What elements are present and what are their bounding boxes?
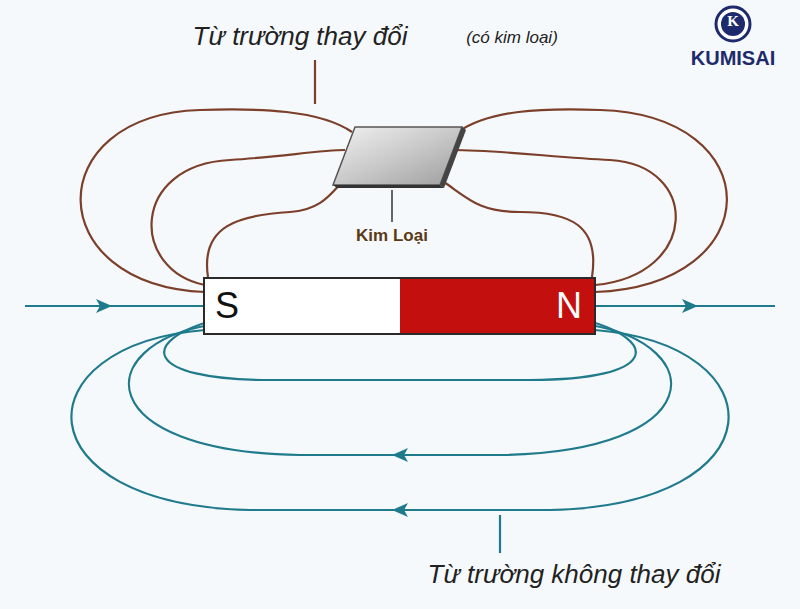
logo-disc <box>721 12 745 36</box>
field-line <box>444 182 593 277</box>
arrowhead <box>682 299 698 313</box>
field-line <box>71 330 728 510</box>
field-line <box>595 305 775 307</box>
field-line <box>152 150 345 285</box>
magnet-north-pole: N <box>400 277 596 335</box>
leader-line <box>499 515 501 553</box>
field-caption-note: (có kim loại) <box>466 29 558 48</box>
leader-line <box>314 60 316 104</box>
leader-line <box>391 190 393 222</box>
metal-label: Kim Loại <box>356 227 428 246</box>
field-line <box>129 325 671 455</box>
pole-letter: N <box>556 288 582 324</box>
magnet-south-pole: S <box>203 277 400 335</box>
pole-letter: S <box>215 288 239 324</box>
arrowhead <box>392 448 408 462</box>
field-line <box>207 182 342 277</box>
changed-field-lines <box>81 60 727 292</box>
metal-plate-edge <box>440 127 466 188</box>
field-caption: Từ trường thay đổi <box>193 22 408 51</box>
field-caption: Từ trường không thay đổi <box>428 560 721 589</box>
field-line <box>81 109 352 292</box>
unchanged-field-lines <box>25 306 775 553</box>
arrowhead <box>96 299 112 313</box>
logo-letter: K <box>727 13 739 30</box>
field-line <box>25 305 203 307</box>
arrowhead <box>392 503 408 517</box>
metal-plate <box>333 127 462 185</box>
metal-plate-edge <box>333 185 444 188</box>
logo-wordmark: KUMISAI <box>691 47 775 69</box>
logo-ring <box>716 7 750 41</box>
